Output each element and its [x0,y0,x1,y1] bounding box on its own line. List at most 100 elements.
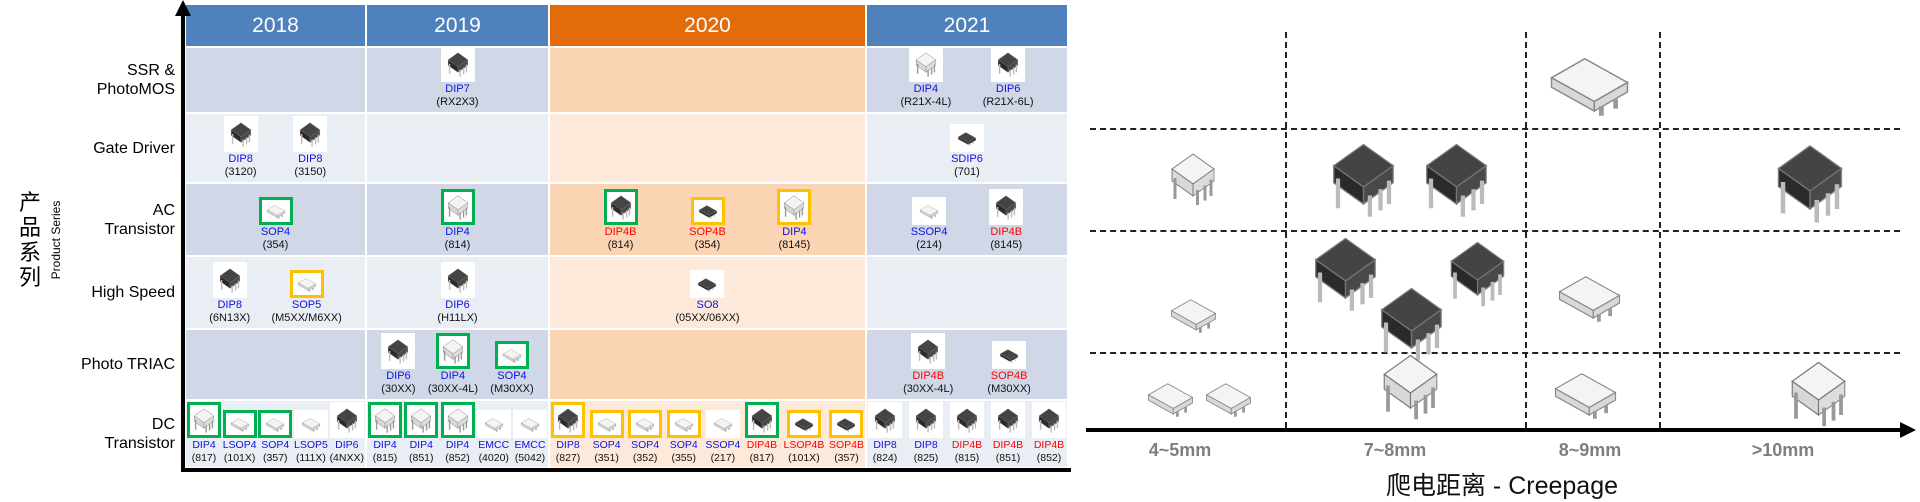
package-name: EMCC [514,439,546,451]
chip-icon [666,410,701,438]
part-code: (05XX/06XX) [675,312,740,324]
part-code: (M30XX) [490,383,534,395]
package-name: DIP4 [782,226,807,238]
package-item: DIP8(3150) [293,116,328,179]
chip-icon [212,262,247,298]
package-item: SDIP6(701) [950,124,984,179]
part-code: (354) [694,239,721,251]
creepage-range-label: 8~9mm [1558,440,1622,460]
package-image [1321,136,1406,226]
package-name: DIP7 [445,83,470,95]
chip-icon [911,333,946,369]
timeline-cell [550,48,865,112]
row-label: Photo TRIAC [81,356,175,373]
package-name: SSOP4 [705,439,741,451]
part-code: (851) [408,452,434,464]
package-name: DIP4B [912,370,945,382]
package-name: DIP8 [228,153,253,165]
part-code: (111X) [295,452,326,464]
chip-icon [786,410,821,438]
package-item: DIP4B(852) [1032,402,1066,465]
timeline-cell: SSOP4(214) DIP4B(8145) [867,184,1067,255]
creepage-range-label: >10mm [1751,440,1815,460]
package-name: SOP4 [260,226,291,238]
package-name: SOP4 [497,370,527,382]
part-code: (8145) [990,239,1023,251]
package-item: DIP8(825) [909,402,943,465]
package-image [1369,280,1454,370]
part-code: (R21X-6L) [982,96,1034,108]
timeline-cell: DIP4B(814) SOP4B(354) DIP4(8145) [550,184,865,255]
chip-icon [293,410,328,438]
package-name: EMCC [478,439,510,451]
timeline-cell: DIP4(817) LSOP4(101X) SOP4(357) LSOP5(11… [186,401,365,467]
package-item: SOP4(352) [628,410,663,465]
part-code: (101X) [788,452,820,464]
package-item: DIP4(8145) [777,189,812,252]
package-item: SOP5(M5XX/M6XX) [271,270,342,325]
part-code: (815) [954,452,980,464]
part-code: (6N13X) [209,312,251,324]
part-code: (R21X-4L) [900,96,952,108]
chip-icon [777,189,812,225]
x-axis-line [181,468,1071,472]
package-name: DIP4 [913,83,939,95]
package-name: DIP4B [746,439,778,451]
package-name: DIP4B [992,439,1024,451]
chip-icon [628,410,663,438]
package-item: DIP4(815) [368,402,402,465]
timeline-cell [186,48,365,112]
part-code: (814) [607,239,634,251]
package-item: SOP4(M30XX) [490,341,534,396]
package-name: DIP8 [217,299,242,311]
timeline-cell: DIP4(815) DIP4(851) DIP4(852) EMCC(4020)… [367,401,548,467]
chip-icon [912,197,947,225]
chip-icon [289,270,324,298]
creepage-axis-title: 爬电距离 - Creepage [1385,472,1619,500]
package-item: DIP7(RX2X3) [436,46,479,109]
package-name: DIP8 [914,439,938,451]
part-code: (824) [872,452,898,464]
part-code: (M5XX/M6XX) [271,312,342,324]
package-item: SSOP4(217) [705,410,740,465]
package-image [1440,235,1515,315]
part-code: (M30XX) [987,383,1031,395]
timeline-cell: SDIP6(701) [867,114,1067,182]
package-image [1166,286,1221,346]
timeline-cell [550,330,865,399]
chip-icon [258,410,293,438]
timeline-cell [550,114,865,182]
package-name: SOP4B [689,226,726,238]
package-item: DIP4(30XX-4L) [428,333,478,396]
creepage-axis-arrow-icon [1900,422,1916,438]
package-name: LSOP4 [222,439,257,451]
timeline-cell: DIP6(H11LX) [367,257,548,328]
chip-icon [440,262,475,298]
chip-icon [187,402,221,438]
part-code: (357) [263,452,288,464]
package-name: SSOP4 [910,226,948,238]
part-code: (814) [444,239,471,251]
timeline-cell: DIP8(6N13X) SOP5(M5XX/M6XX) [186,257,365,328]
package-name: LSOP4B [783,439,825,451]
creepage-range-label: 7~8mm [1363,440,1427,460]
package-image [1303,230,1388,320]
package-item: DIP4(817) [187,402,221,465]
part-code: (30XX-4L) [903,383,954,395]
part-code: (357) [834,452,859,464]
package-item: SOP4B(357) [829,410,864,465]
part-code: (3120) [224,166,257,178]
package-item: DIP6(4NXX) [330,402,364,465]
chip-icon [551,402,585,438]
part-code: (217) [710,452,736,464]
chip-icon [368,402,402,438]
y-axis-line [181,12,185,472]
row-label: DC Transistor [104,416,175,452]
chip-icon [513,410,547,438]
package-image [1373,348,1448,428]
chip-icon [991,402,1025,438]
chip-icon [909,402,943,438]
part-code: (851) [995,452,1021,464]
package-image [1143,370,1198,430]
package-item: DIP8(3120) [223,116,258,179]
